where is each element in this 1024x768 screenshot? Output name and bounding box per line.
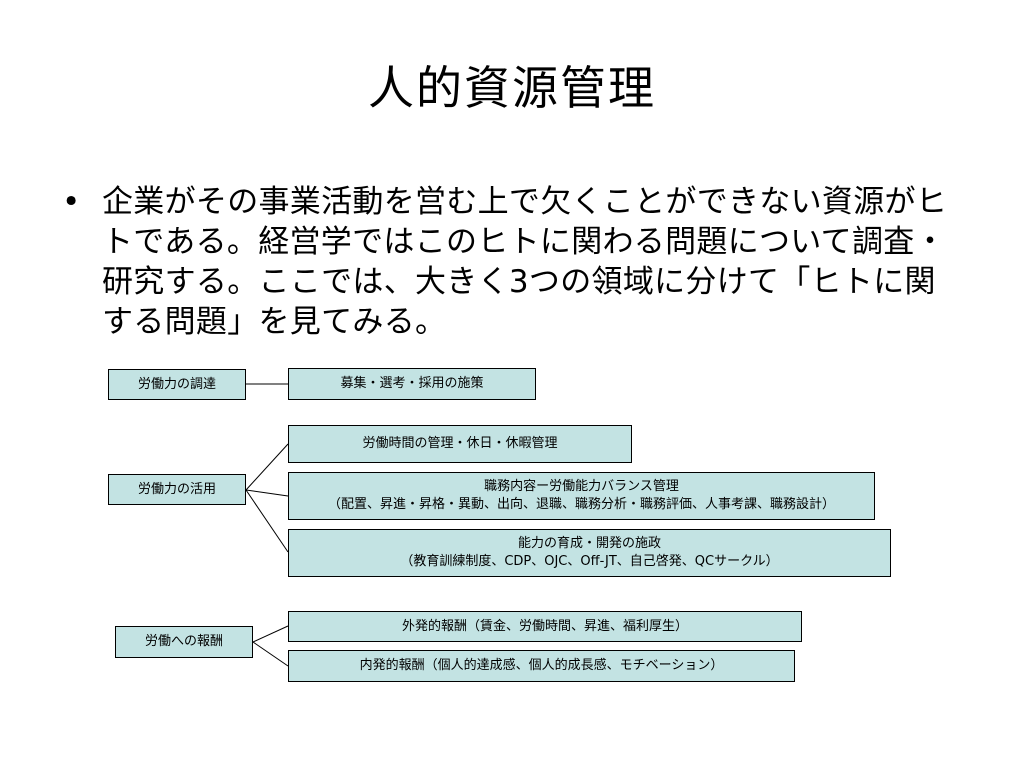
connector-reward-1 [252, 625, 289, 643]
item-extrinsic-reward: 外発的報酬（賃金、労働時間、昇進、福利厚生） [288, 611, 802, 642]
category-utilization: 労働力の活用 [108, 474, 246, 505]
item-recruitment: 募集・選考・採用の施策 [288, 368, 536, 400]
item-intrinsic-reward: 内発的報酬（個人的達成感、個人的成長感、モチベーション） [288, 650, 795, 682]
connector-utilization-3 [245, 489, 289, 553]
bullet-marker: • [62, 184, 81, 220]
item-capability-development: 能力の育成・開発の施政 （教育訓練制度、CDP、OJC、Off-JT、自己啓発、… [288, 529, 891, 577]
slide-title: 人的資源管理 [368, 61, 656, 115]
connector-reward-2 [252, 641, 289, 667]
connector-utilization-1 [245, 443, 289, 491]
item-working-hours: 労働時間の管理・休日・休暇管理 [288, 425, 632, 463]
item-job-balance: 職務内容ー労働能力バランス管理 （配置、昇進・昇格・異動、出向、退職、職務分析・… [288, 472, 875, 520]
category-procurement: 労働力の調達 [108, 369, 246, 400]
bullet-text: 企業がその事業活動を営む上で欠くことができない資源がヒトである。経営学ではこのヒ… [102, 184, 948, 340]
connector-utilization-2 [245, 489, 289, 497]
category-reward: 労働への報酬 [115, 626, 253, 658]
